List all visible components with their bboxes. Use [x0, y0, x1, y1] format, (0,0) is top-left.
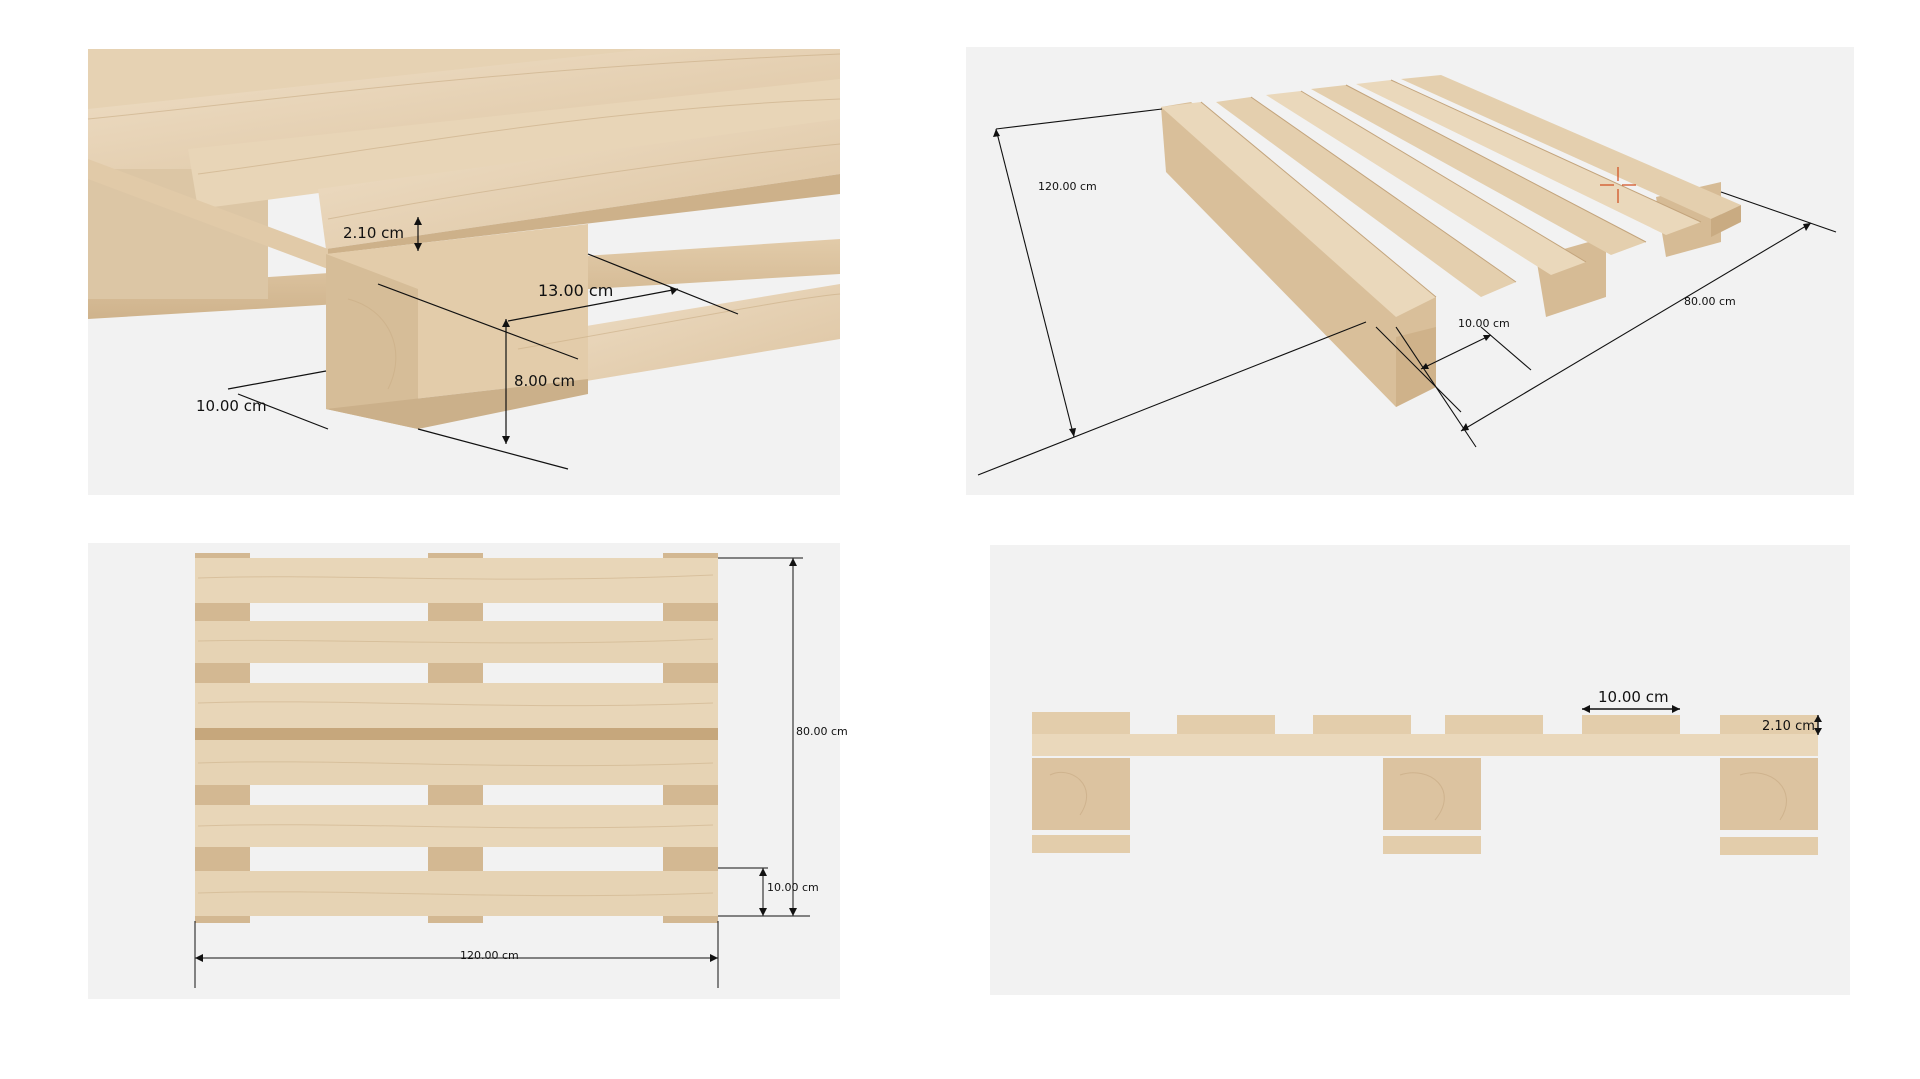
front-stringer — [508, 284, 840, 394]
detail-view-panel: 2.10 cm 13.00 cm 8.00 cm 10.00 cm — [87, 49, 841, 495]
deck-thickness-label: 2.10 cm — [343, 224, 404, 242]
deck-board-2 — [1216, 97, 1516, 297]
long-stringer-board — [1032, 734, 1818, 756]
top-view-panel: 80.00 cm 10.00 cm 120.00 cm — [88, 543, 848, 999]
deck-board-5 — [1356, 80, 1701, 235]
dimension-lines — [194, 557, 810, 988]
deck-board-ends — [1032, 712, 1818, 735]
dimension-arrows — [195, 558, 797, 962]
block-length-label: 13.00 cm — [538, 281, 613, 300]
deck-board-3 — [318, 119, 840, 249]
deck-board-6 — [1401, 75, 1741, 219]
dimension-lines — [227, 217, 739, 470]
crosshair-icon — [1600, 167, 1636, 203]
length-label: 120.00 cm — [1038, 180, 1097, 193]
block-width-label: 10.00 cm — [196, 397, 267, 415]
block-height-label: 8.00 cm — [514, 372, 575, 390]
board-width-label: 10.00 cm — [767, 881, 819, 894]
side-view-panel: 10.00 cm 2.10 cm — [990, 545, 1850, 995]
deck-board-1 — [1161, 102, 1436, 317]
length-label: 120.00 cm — [460, 949, 519, 962]
board-gaps — [1200, 79, 1702, 298]
dimension-lines — [977, 108, 1837, 476]
support-blocks — [1032, 758, 1818, 830]
detail-view-drawing: 2.10 cm 13.00 cm 8.00 cm 10.00 cm — [87, 49, 841, 470]
center-block-side — [326, 254, 418, 429]
dimension-arrows — [414, 217, 678, 444]
side-view-drawing: 10.00 cm 2.10 cm — [1032, 688, 1822, 855]
width-label: 80.00 cm — [1684, 295, 1736, 308]
top-view-drawing: 80.00 cm 10.00 cm 120.00 cm — [194, 553, 848, 988]
end-board-edge — [1711, 205, 1741, 237]
dimension-arrows — [1582, 705, 1822, 735]
center-block-bottom — [326, 379, 588, 429]
deck-board-3 — [1266, 91, 1586, 275]
deck-board-3-edge — [326, 174, 840, 254]
board-width-label: 10.00 cm — [1598, 688, 1669, 706]
isometric-view-drawing: 120.00 cm 80.00 cm 10.00 cm — [977, 75, 1837, 476]
left-stringer — [1161, 102, 1436, 407]
dimension-arrows — [993, 129, 1811, 437]
deck-board-1 — [88, 49, 840, 169]
deck-board-4 — [1311, 85, 1646, 255]
center-gap — [195, 728, 718, 740]
block-width-label: 10.00 cm — [1458, 317, 1510, 330]
wood-grain — [87, 53, 841, 390]
deck-board-2 — [188, 79, 840, 209]
isometric-view-panel: 120.00 cm 80.00 cm 10.00 cm — [966, 47, 1854, 495]
board-thickness-label: 2.10 cm — [1762, 719, 1815, 734]
width-label: 80.00 cm — [796, 725, 848, 738]
cross-board — [88, 159, 328, 269]
wood-grain — [1049, 771, 1787, 821]
wood-grain — [197, 574, 714, 897]
bottom-boards — [1032, 835, 1818, 855]
